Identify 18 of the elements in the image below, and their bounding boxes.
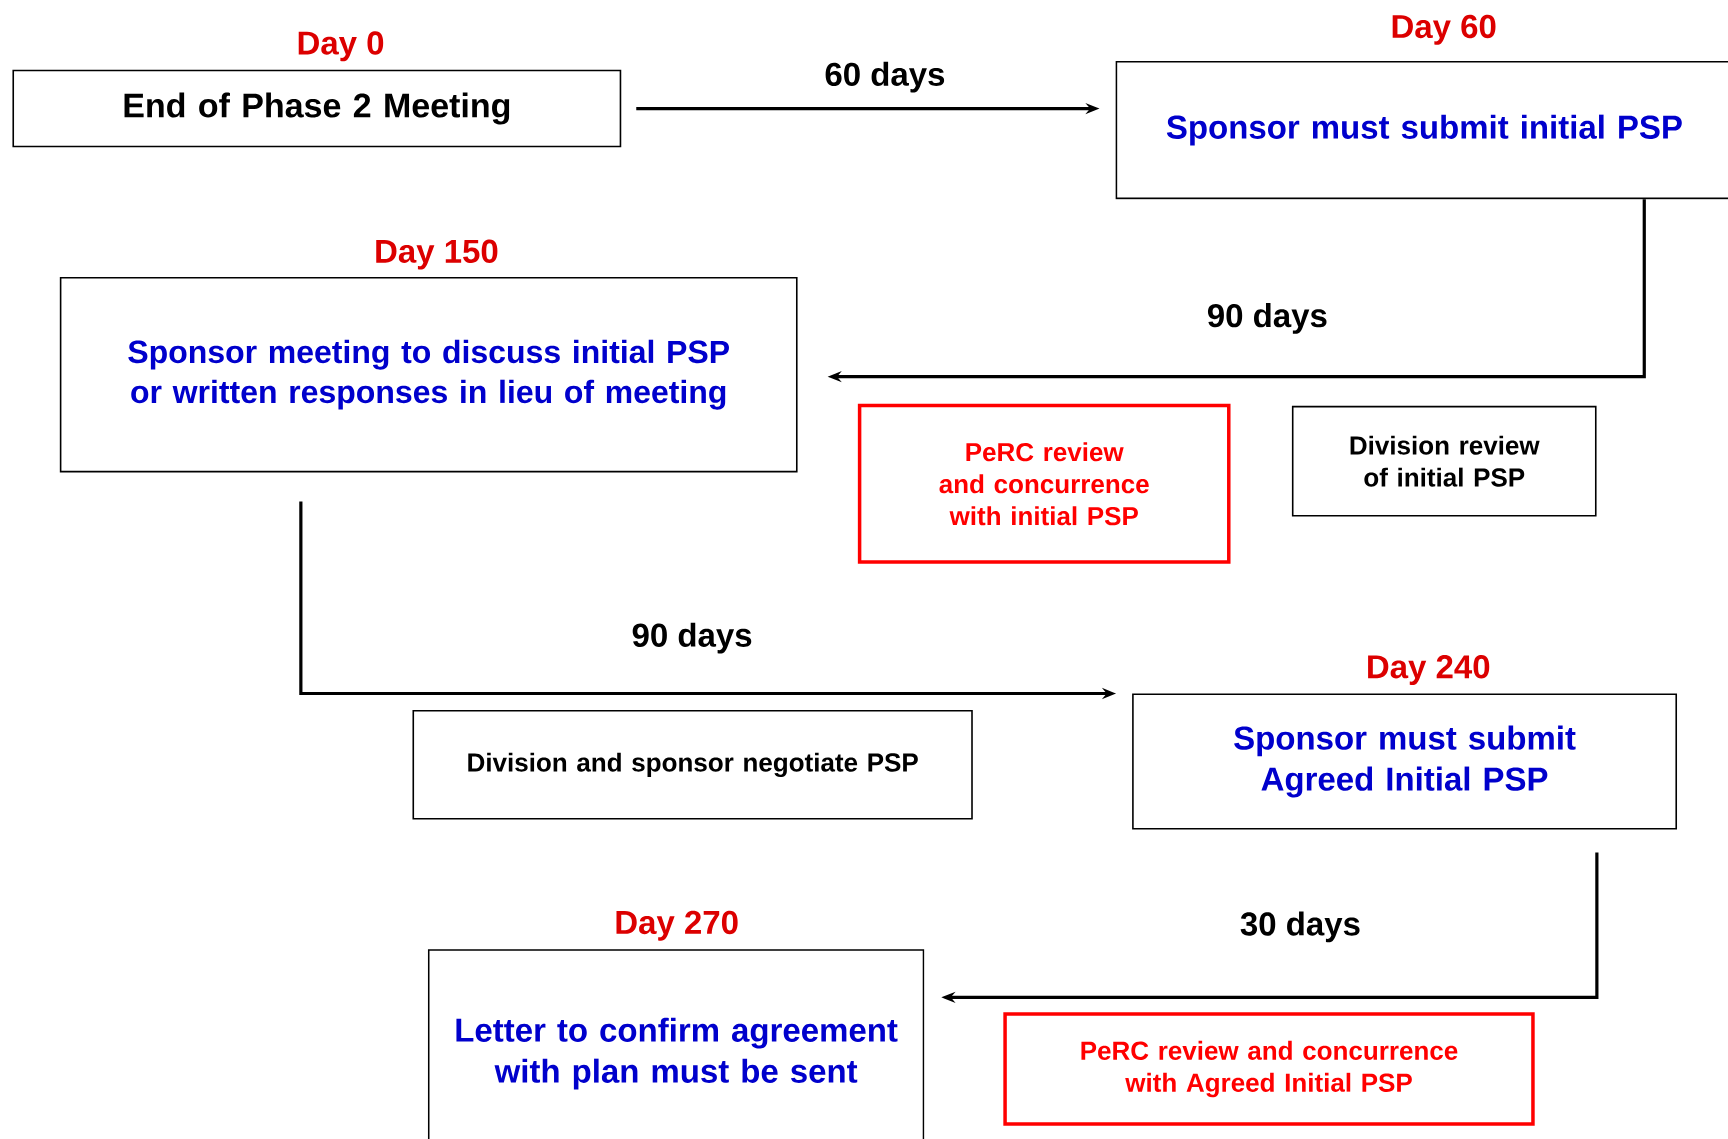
edge-label: 90 days — [1204, 301, 1330, 336]
edge-label: 30 days — [1237, 909, 1363, 945]
process-box: Division and sponsor negotiate PSP — [412, 710, 973, 820]
day-label: Day 150 — [376, 239, 498, 270]
process-box: End of Phase 2 Meeting — [12, 69, 622, 148]
edge-label: 90 days — [629, 620, 755, 656]
edge-label: 60 days — [822, 59, 948, 95]
process-box: Letter to confirm agreement with plan must be sent — [427, 949, 925, 1139]
process-box: PeRC review and concurrence with initial PSP — [857, 403, 1231, 564]
process-box: Sponsor meeting to discuss initial PSP or written responses in lieu of meeting — [59, 276, 798, 473]
day-label: Day 0 — [298, 31, 384, 62]
process-box: Division review of initial PSP — [1291, 405, 1597, 517]
process-box: Sponsor must submit Agreed Initial PSP — [1132, 693, 1677, 830]
day-label: Day 270 — [616, 910, 738, 941]
day-label: Day 60 — [1392, 14, 1496, 45]
process-box: Sponsor must submit initial PSP — [1115, 60, 1728, 200]
day-label: Day 240 — [1368, 655, 1490, 685]
process-box: PeRC review and concurrence with Agreed Initial PSP — [1003, 1012, 1535, 1126]
